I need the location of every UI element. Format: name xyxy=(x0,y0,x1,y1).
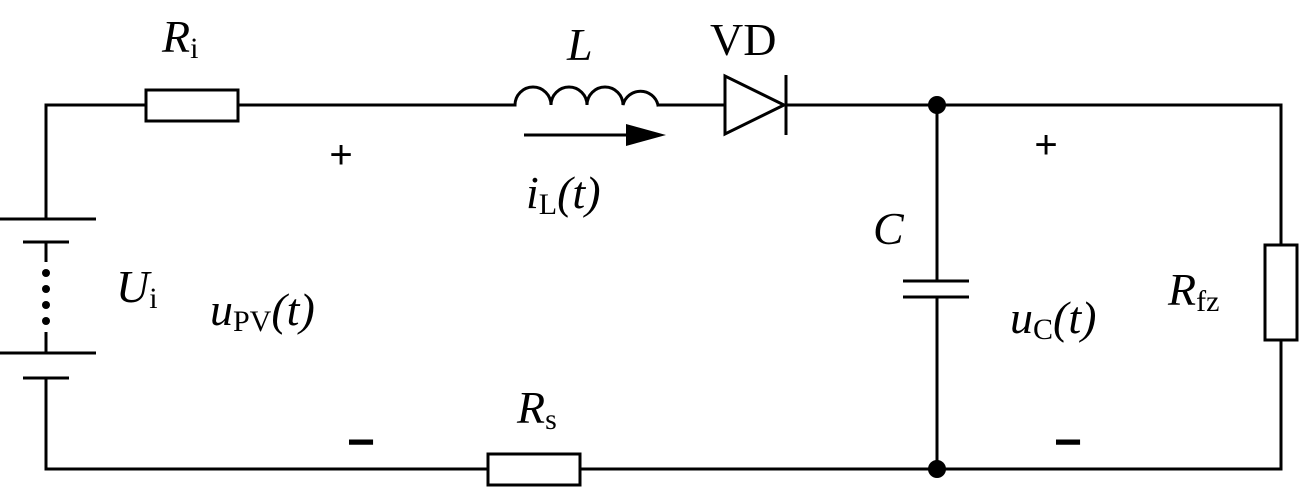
label-l: L xyxy=(566,19,593,70)
polarity-minus-pv: − xyxy=(347,416,375,469)
capacitor-c xyxy=(903,279,969,299)
pv-source-battery xyxy=(0,217,96,380)
label-vd: VD xyxy=(710,14,776,65)
label-upv: uPV(t) xyxy=(210,284,315,338)
resistor-rs xyxy=(486,452,582,487)
polarity-minus-c: − xyxy=(1054,416,1082,469)
label-il: iL(t) xyxy=(526,167,601,221)
junction-dot-top xyxy=(928,96,946,114)
resistor-rfz xyxy=(1263,243,1299,342)
label-uc: uC(t) xyxy=(1010,292,1096,346)
wires xyxy=(44,103,1283,471)
label-ui: Ui xyxy=(116,261,158,315)
current-arrow-icon xyxy=(524,124,666,146)
label-rfz: Rfz xyxy=(1167,264,1219,318)
label-rs: Rs xyxy=(516,382,557,436)
label-ri: Ri xyxy=(161,11,198,65)
polarity-plus-c: + xyxy=(1034,123,1057,167)
junction-dot-bottom xyxy=(928,460,946,478)
polarity-plus-pv: + xyxy=(329,133,352,177)
diode-vd xyxy=(723,73,788,137)
resistor-ri xyxy=(144,88,240,123)
label-c: C xyxy=(873,203,905,254)
inductor-l xyxy=(513,85,660,107)
